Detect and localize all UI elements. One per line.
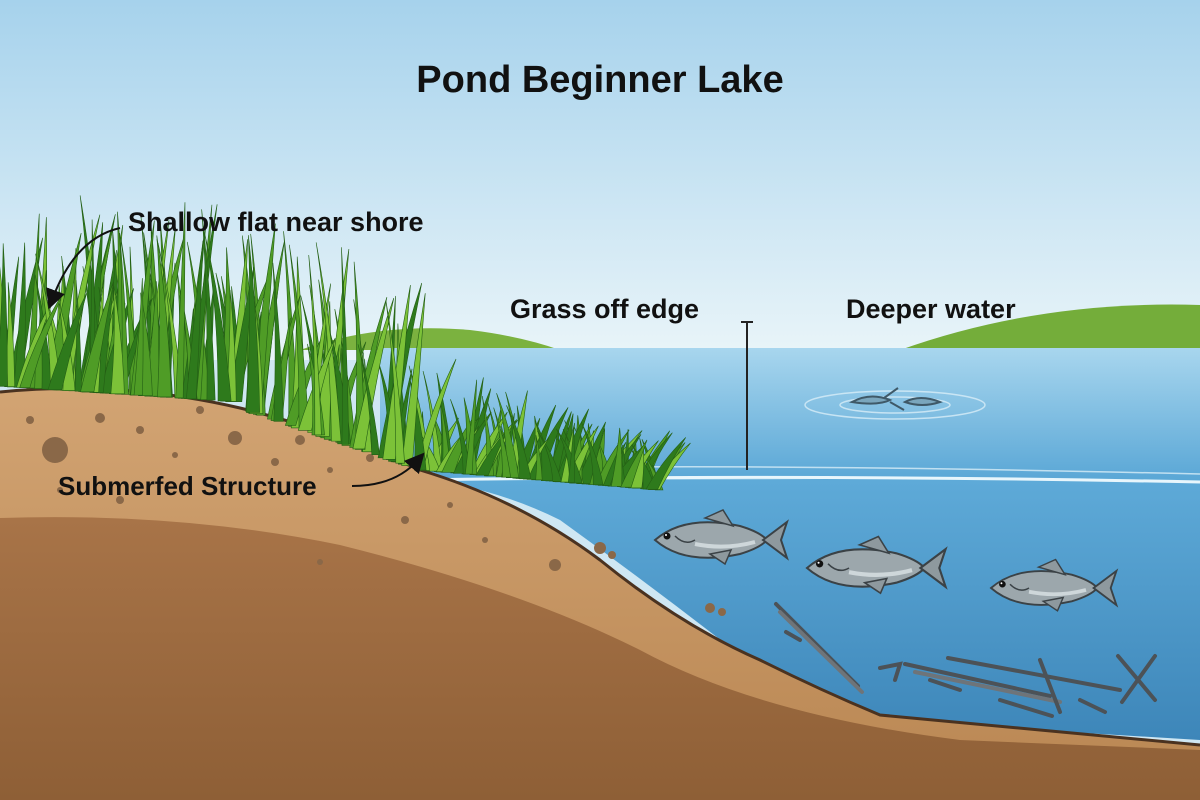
grass-blade [110,282,125,395]
surface-fish-icon [848,387,943,411]
grass-blade [464,379,478,475]
label-shallow-flat: Shallow flat near shore [128,207,424,237]
grass-blade [385,300,405,464]
grass-blade [645,437,686,490]
grass-blade [175,202,186,399]
grass-blade [493,407,511,478]
fish-school [653,509,1119,612]
deep-water-section [430,480,1200,740]
grass-blade [401,293,426,466]
grass-blade [133,278,144,396]
grass-blade [308,255,322,436]
grass-blade [414,358,457,471]
fish-icon [805,535,948,595]
grass-blade [185,240,204,400]
grass-blade [610,427,623,487]
grass-blade [204,234,232,402]
fish-icon [653,509,789,566]
grass-blade [567,427,575,483]
grass-blade [0,243,8,387]
grass-blade [80,281,114,393]
grass-blade [506,405,532,480]
depth-marker [741,321,753,470]
soil-lower [0,517,1200,800]
grass-blade [535,435,543,481]
label-deeper-water: Deeper water [846,294,1016,324]
grass-icon [0,195,691,491]
arrow-icon [46,227,121,310]
fish-icon [989,558,1119,612]
grass-blade [74,280,82,392]
grass-blade [119,232,129,395]
grass-blade [156,235,172,398]
grass-blade [620,439,648,488]
grass-blade [13,242,26,388]
grass-blade [580,421,604,486]
grass-blade [357,344,380,456]
label-submerged-structure: Submerfed Structure [58,471,317,501]
pebbles [26,406,726,616]
label-grass-edge: Grass off edge [510,294,699,324]
hill-right [900,304,1200,350]
page-title: Pond Beginner Lake [416,59,783,101]
arrow-icon-structure [351,452,425,487]
grass-blade [201,209,216,401]
branch-debris-icon [774,602,1157,718]
grass-blade [47,293,87,390]
grass-blade [537,430,562,482]
grass-blade [246,235,260,413]
grass-blade [555,428,583,484]
grass-blade [341,247,350,445]
grass-blade [315,242,342,442]
grass-blade [272,262,284,422]
grass-blade [289,244,310,431]
